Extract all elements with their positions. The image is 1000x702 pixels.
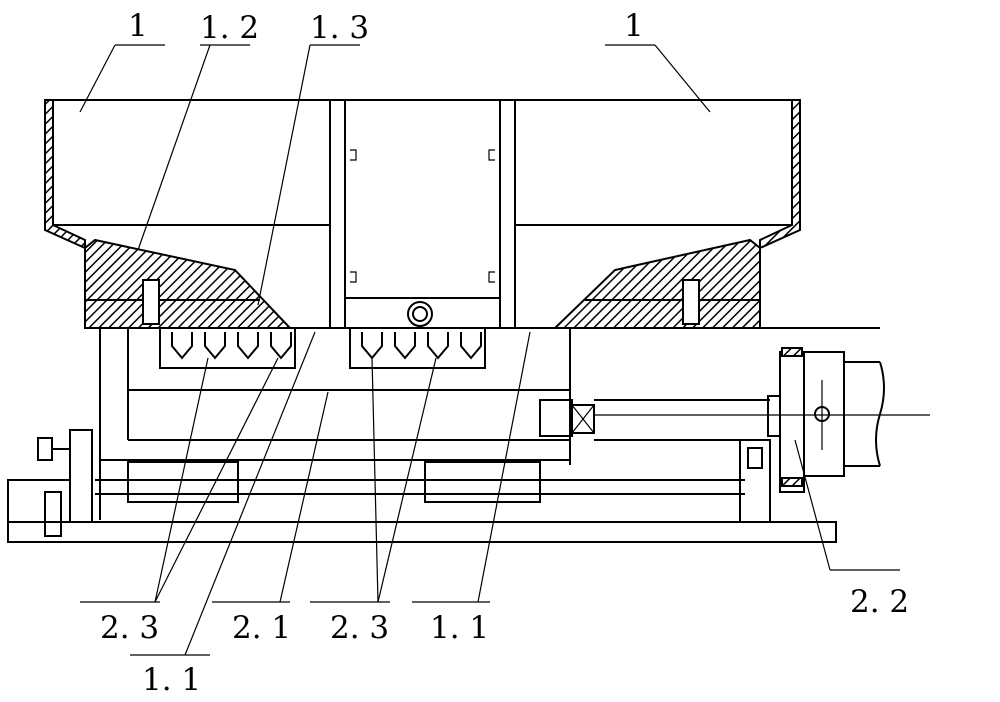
label-part-1-2: 1. 2 <box>200 10 259 46</box>
hopper-body <box>45 100 800 248</box>
left-bolt <box>143 280 159 324</box>
right-wear-block <box>555 240 760 328</box>
drive-mechanism <box>740 348 884 522</box>
central-chute <box>330 100 515 328</box>
label-part-2-2: 2. 2 <box>850 584 909 620</box>
label-part-1-3: 1. 3 <box>310 10 369 46</box>
left-wear-block <box>85 240 290 328</box>
label-part-1-left: 1 <box>128 8 148 44</box>
left-teeth-row <box>160 328 295 368</box>
label-part-2-3-left: 2. 3 <box>100 610 159 646</box>
right-teeth-row <box>350 328 485 368</box>
label-part-2-1: 2. 1 <box>232 610 291 646</box>
leader-lines <box>80 45 900 655</box>
slide-frame <box>100 328 930 520</box>
label-part-2-3-right: 2. 3 <box>330 610 389 646</box>
label-part-1-right: 1 <box>624 8 644 44</box>
label-part-1-1-left: 1. 1 <box>142 662 201 697</box>
base-plate <box>8 480 836 542</box>
right-bolt <box>683 280 699 324</box>
rail-assembly <box>38 430 745 536</box>
label-part-1-1-right: 1. 1 <box>430 610 489 646</box>
